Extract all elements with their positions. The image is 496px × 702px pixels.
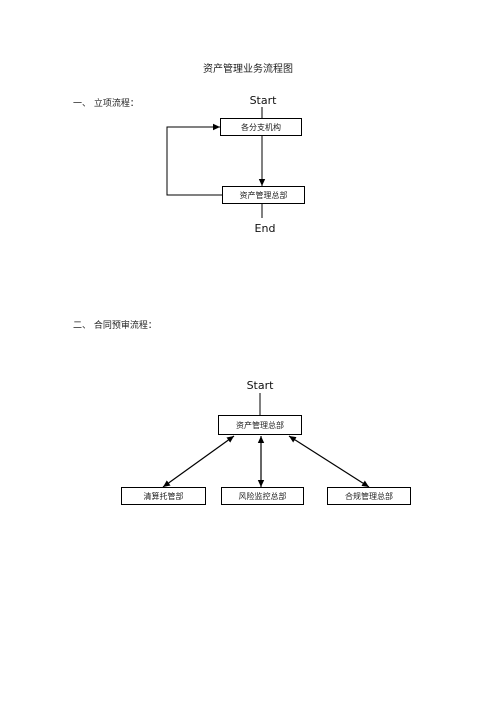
arrow-hub-compliance [288, 435, 370, 488]
node-compliance-hq: 合规管理总部 [327, 487, 411, 505]
start-terminal: Start [246, 379, 274, 392]
arrow-hub-clearing [162, 435, 235, 488]
node-hub-asset-management-hq: 资产管理总部 [218, 415, 302, 435]
node-clearing-custody: 清算托管部 [121, 487, 206, 505]
node-risk-monitoring-hq: 风险监控总部 [221, 487, 304, 505]
section-heading-project-approval: 一、 立项流程： [73, 99, 139, 109]
end-terminal: End [254, 222, 276, 235]
node-branch-offices: 各分支机构 [220, 118, 302, 136]
arrow-loop-hq-to-branch [166, 123, 222, 196]
page-title: 资产管理业务流程图 [203, 64, 293, 75]
start-terminal: Start [249, 94, 277, 107]
node-asset-management-hq: 资产管理总部 [222, 186, 305, 204]
section-heading-contract-review: 二、 合同预审流程： [73, 321, 157, 331]
